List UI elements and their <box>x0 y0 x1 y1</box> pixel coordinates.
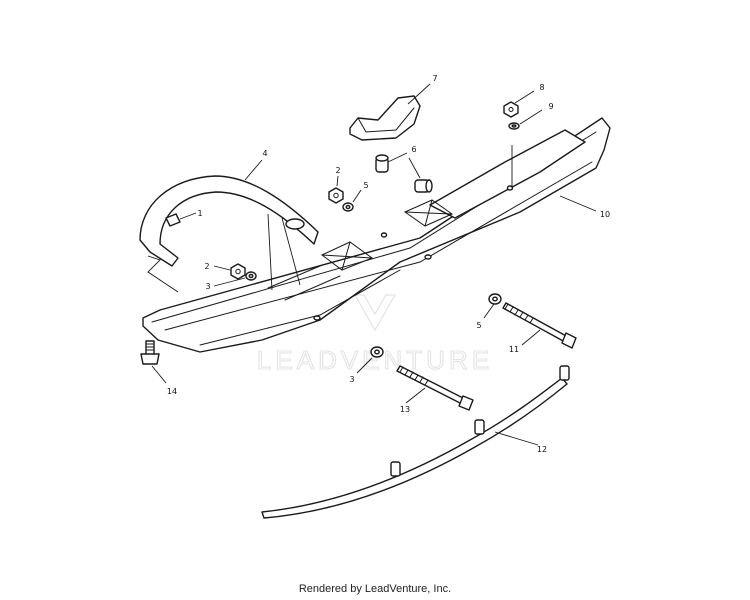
ski-body <box>142 117 611 353</box>
callout-10: 10 <box>600 210 610 219</box>
bolt-long <box>502 302 577 349</box>
callout-5-right: 5 <box>476 321 481 330</box>
wear-bar <box>261 365 570 519</box>
callout-7: 7 <box>432 74 437 83</box>
washer-bottom <box>370 346 384 358</box>
watermark-logo-mark <box>353 294 397 332</box>
callout-14: 14 <box>167 387 177 396</box>
washer-left <box>245 271 257 281</box>
bolt-small <box>140 340 160 365</box>
callout-3-bottom: 3 <box>349 375 354 384</box>
top-washer <box>508 122 520 130</box>
leader-lines <box>147 83 597 446</box>
callout-8: 8 <box>539 83 544 92</box>
handle-clip <box>165 213 181 227</box>
washer-upper <box>342 202 354 212</box>
callout-11: 11 <box>509 345 519 354</box>
callout-5-upper: 5 <box>363 181 368 190</box>
callout-12: 12 <box>537 445 547 454</box>
callout-4: 4 <box>262 149 267 158</box>
bushing-top <box>375 154 389 173</box>
top-nut <box>503 101 519 118</box>
footer-credit: Rendered by LeadVenture, Inc. <box>298 583 452 595</box>
callout-6: 6 <box>411 145 416 154</box>
callout-13: 13 <box>400 405 410 414</box>
ski-handle <box>139 175 319 267</box>
nut-lower <box>230 263 246 280</box>
bushing-bottom <box>414 179 433 193</box>
callout-2-lower: 2 <box>204 262 209 271</box>
ski-saddle <box>349 95 421 141</box>
callout-2-upper: 2 <box>335 166 340 175</box>
callouts: 1 2 2 3 3 4 5 5 6 7 8 9 10 11 12 13 14 <box>167 74 610 454</box>
callout-9: 9 <box>548 102 553 111</box>
washer-right <box>488 293 502 305</box>
bolt-lower <box>396 365 474 411</box>
nut-upper <box>328 187 344 204</box>
callout-3-left: 3 <box>205 282 210 291</box>
callout-1: 1 <box>197 209 202 218</box>
